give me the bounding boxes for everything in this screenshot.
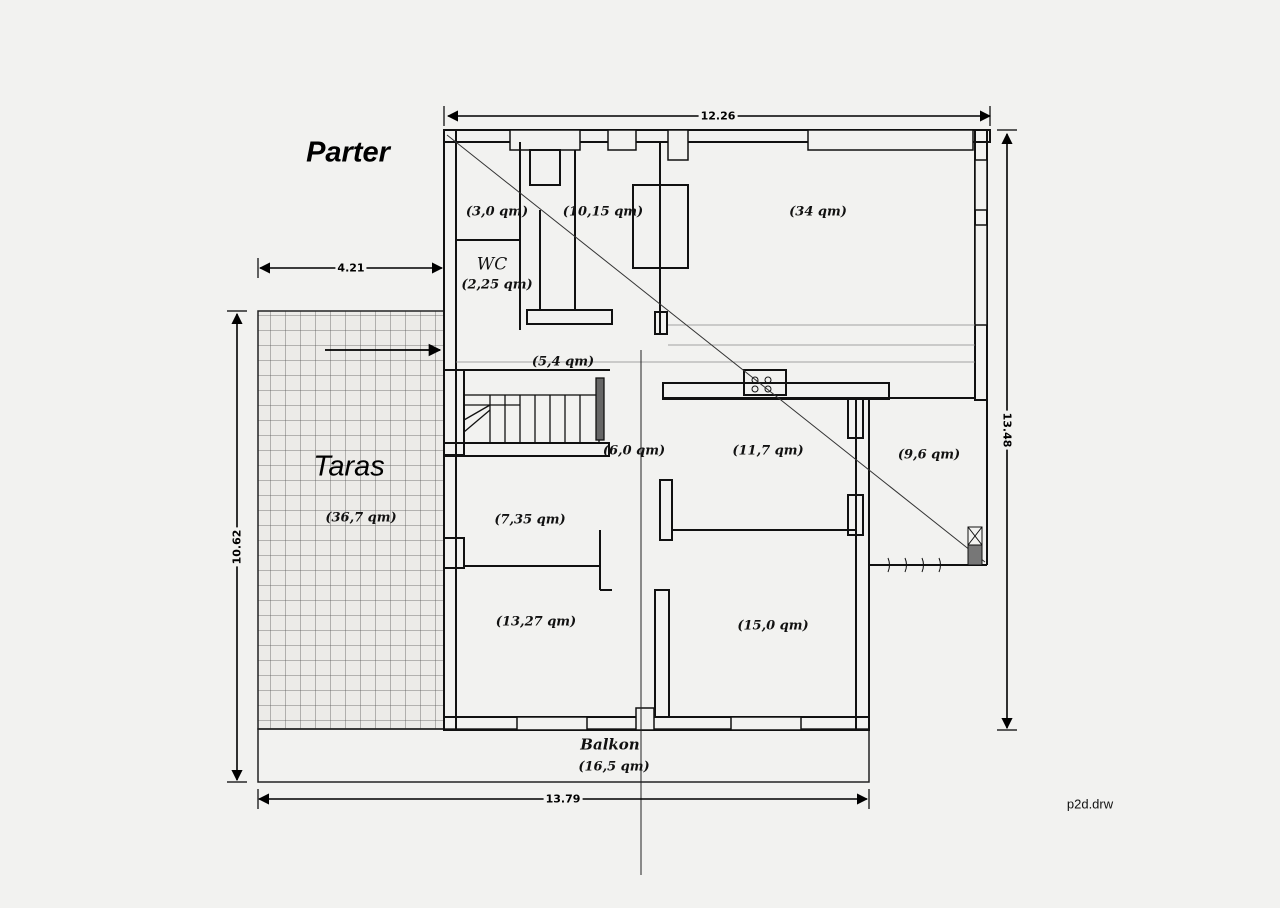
dimension-ticks bbox=[227, 106, 1017, 809]
hatch-marks bbox=[887, 526, 983, 573]
bottom-wall-windows bbox=[516, 707, 802, 731]
diagonal-guide-line bbox=[446, 134, 986, 563]
page-title: Parter bbox=[306, 136, 390, 169]
terrace-label: Taras bbox=[313, 450, 385, 483]
wc-label: WC bbox=[476, 254, 508, 275]
dimension-top-width: 12.26 bbox=[698, 109, 738, 123]
terrace-area-value: (36,7 qm) bbox=[325, 510, 397, 526]
room-area-13: (13,27 qm) bbox=[495, 614, 577, 630]
dimension-left-height: 10.62 bbox=[230, 527, 244, 567]
file-name: p2d.drw bbox=[1066, 796, 1114, 812]
balcony-area-value: (16,5 qm) bbox=[578, 759, 650, 775]
room-area-7: (7,35 qm) bbox=[494, 512, 566, 528]
room-area-34: (34 qm) bbox=[789, 204, 847, 220]
room-area-6: (6,0 qm) bbox=[602, 443, 666, 459]
interior-walls bbox=[443, 142, 988, 718]
kitchen-counter bbox=[751, 376, 772, 393]
balcony-label: Balkon bbox=[580, 735, 640, 754]
room-area-11: (11,7 qm) bbox=[732, 443, 804, 459]
room-area-3: (3,0 qm) bbox=[465, 204, 529, 220]
top-wall-windows bbox=[509, 129, 988, 326]
balcony-area bbox=[257, 728, 870, 783]
living-room-lines bbox=[456, 324, 975, 363]
room-area-9: (9,6 qm) bbox=[897, 447, 961, 463]
wc-area: (2,25 qm) bbox=[461, 277, 533, 293]
room-area-10: (10,15 qm) bbox=[562, 204, 644, 220]
terrace-area bbox=[257, 310, 445, 730]
staircase bbox=[463, 377, 605, 444]
dimension-right-height: 13.48 bbox=[1000, 410, 1014, 450]
dimension-bottom-width: 13.79 bbox=[543, 792, 583, 806]
dimension-terrace-offset: 4.21 bbox=[335, 261, 367, 275]
room-area-5: (5,4 qm) bbox=[531, 354, 595, 370]
room-area-15: (15,0 qm) bbox=[737, 618, 809, 634]
